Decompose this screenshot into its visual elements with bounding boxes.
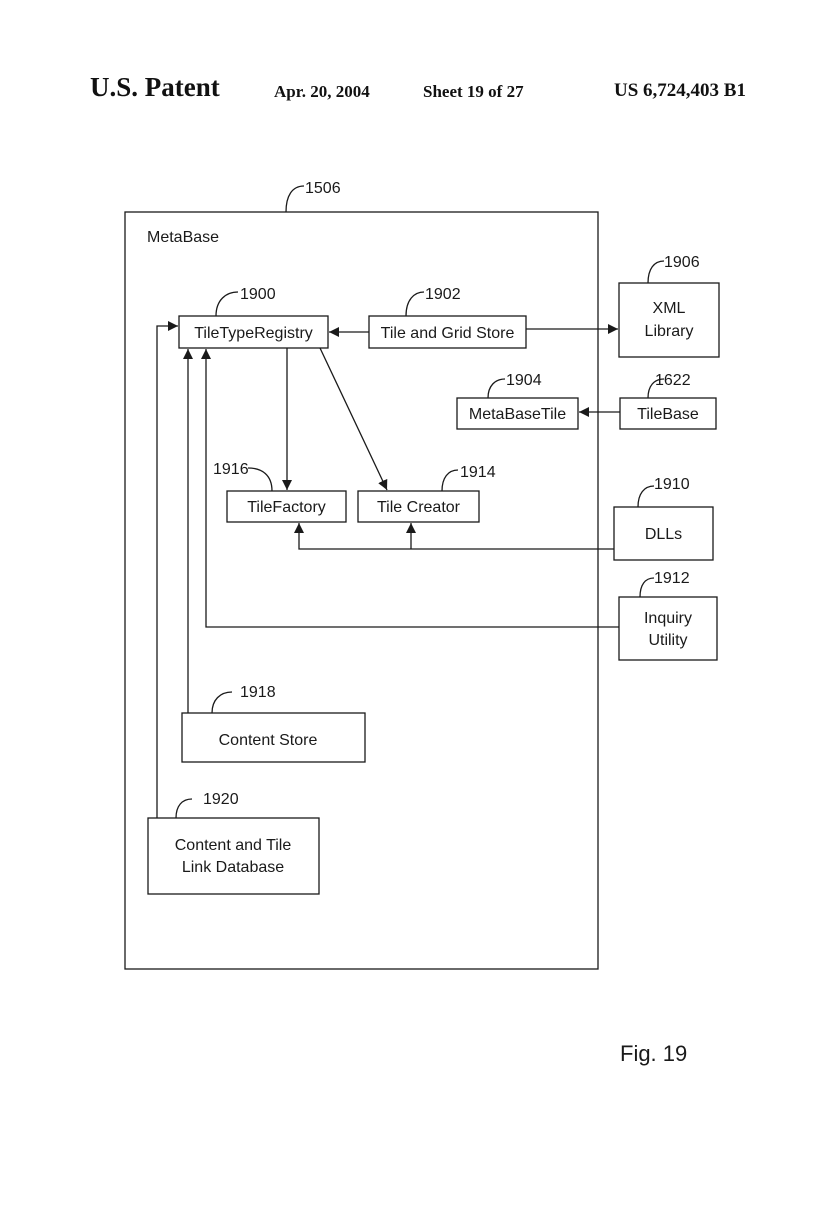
inquiry-utility-label-line1: Inquiry <box>644 610 692 627</box>
ref-1916: 1916 <box>213 461 249 478</box>
tile-factory-label: TileFactory <box>247 499 326 516</box>
ref-1914: 1914 <box>460 464 496 481</box>
header-sheet: Sheet 19 of 27 <box>423 82 524 101</box>
ref-leader-1506 <box>285 185 305 213</box>
node-content-tile-link-db: Content and Tile Link Database 1920 <box>147 791 320 895</box>
dlls-box <box>613 506 714 561</box>
node-inquiry-utility: Inquiry Utility 1912 <box>618 570 718 661</box>
header-date: Apr. 20, 2004 <box>274 82 370 101</box>
ref-leader-1910 <box>637 485 655 508</box>
xml-library-box <box>618 282 720 358</box>
tile-creator-label: Tile Creator <box>377 499 461 516</box>
arrow-registry-to-tile-creator <box>319 347 388 491</box>
tile-factory-box <box>226 490 347 523</box>
ref-leader-1914 <box>441 469 459 492</box>
arrow-link-db-to-registry <box>156 321 178 818</box>
inquiry-utility-label-line2: Utility <box>648 632 687 649</box>
header-patent-number: US 6,724,403 B1 <box>614 80 746 101</box>
ref-leader-1622 <box>647 378 665 399</box>
ref-1912: 1912 <box>654 570 690 587</box>
xml-library-label-line2: Library <box>645 323 694 340</box>
content-tile-db-label-line2: Link Database <box>182 859 284 876</box>
tile-grid-store-box <box>368 315 527 349</box>
content-tile-db-box <box>147 817 320 895</box>
header-publisher: U.S. Patent <box>90 72 220 102</box>
ref-1910: 1910 <box>654 476 690 493</box>
node-tile-grid-store: Tile and Grid Store 1902 <box>368 286 527 349</box>
tile-type-registry-box <box>178 315 329 349</box>
node-dlls: DLLs 1910 <box>613 476 714 561</box>
arrow-inquiry-to-registry <box>201 349 619 628</box>
arrow-dlls-to-tile-factory <box>294 523 614 550</box>
ref-1904: 1904 <box>506 372 542 389</box>
tilebase-label: TileBase <box>637 406 699 423</box>
tile-creator-box <box>357 490 480 523</box>
content-store-label: Content Store <box>219 732 318 749</box>
ref-1918: 1918 <box>240 684 276 701</box>
connectors <box>156 321 620 818</box>
ref-leader-1900 <box>215 291 239 317</box>
ref-1506: 1506 <box>305 180 341 197</box>
ref-leader-1916 <box>247 467 273 492</box>
dlls-label: DLLs <box>645 526 682 543</box>
inquiry-utility-box <box>618 596 718 661</box>
node-tilebase: TileBase 1622 <box>619 372 717 430</box>
node-xml-library: XML Library 1906 <box>618 254 720 358</box>
node-tile-factory: TileFactory 1916 <box>213 461 347 523</box>
xml-library-label-line1: XML <box>653 300 686 317</box>
tilebase-box <box>619 397 717 430</box>
ref-leader-1902 <box>405 291 425 317</box>
ref-leader-1906 <box>647 260 665 284</box>
ref-leader-1912 <box>639 577 655 598</box>
ref-1900: 1900 <box>240 286 276 303</box>
content-tile-db-label-line1: Content and Tile <box>175 837 292 854</box>
tile-type-registry-label: TileTypeRegistry <box>194 325 313 342</box>
ref-leader-1920 <box>175 798 193 819</box>
node-metabase-tile: MetaBaseTile 1904 <box>456 372 579 430</box>
figure-label: Fig. 19 <box>620 1041 687 1066</box>
metabase-tile-label: MetaBaseTile <box>469 406 566 423</box>
ref-1622: 1622 <box>655 372 691 389</box>
ref-leader-1918 <box>211 691 233 714</box>
ref-1906: 1906 <box>664 254 700 271</box>
node-tile-type-registry: TileTypeRegistry 1900 <box>178 286 329 349</box>
node-tile-creator: Tile Creator 1914 <box>357 464 496 523</box>
node-content-store: Content Store 1918 <box>181 684 366 763</box>
tile-grid-store-label: Tile and Grid Store <box>381 325 515 342</box>
metabase-label: MetaBase <box>147 229 219 246</box>
ref-1902: 1902 <box>425 286 461 303</box>
ref-1920: 1920 <box>203 791 239 808</box>
ref-leader-1904 <box>487 378 506 399</box>
metabase-tile-box <box>456 397 579 430</box>
content-store-box <box>181 712 366 763</box>
